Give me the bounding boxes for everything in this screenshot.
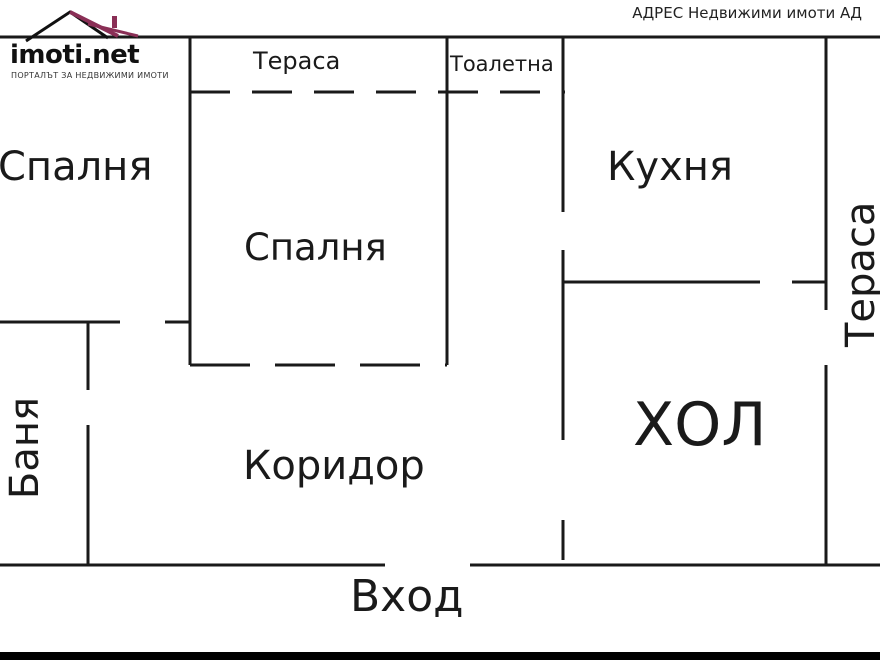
room-label-entrance: Вход [350,571,464,622]
imoti-logo: imoti.net ПОРТАЛЪТ ЗА НЕДВИЖИМИ ИМОТИ [8,8,168,88]
room-label-living-room: ХОЛ [633,390,767,460]
room-label-kitchen: Кухня [607,144,733,190]
room-label-bathroom: Баня [2,396,48,500]
logo-brand-text: imoti.net [10,40,140,70]
agency-watermark: АДРЕС Недвижими имоти АД [632,4,862,22]
room-label-toilet: Тоалетна [450,52,554,76]
bottom-border-bar [0,652,880,660]
room-label-terrace-top: Тераса [253,47,341,75]
room-label-bedroom-center: Спалня [244,226,387,269]
room-label-terrace-right: Тераса [838,201,880,347]
house-roof-icon [25,10,139,43]
room-label-bedroom-left: Спалня [0,144,153,190]
logo-tagline: ПОРТАЛЪТ ЗА НЕДВИЖИМИ ИМОТИ [11,71,169,80]
room-label-corridor: Коридор [243,443,425,489]
